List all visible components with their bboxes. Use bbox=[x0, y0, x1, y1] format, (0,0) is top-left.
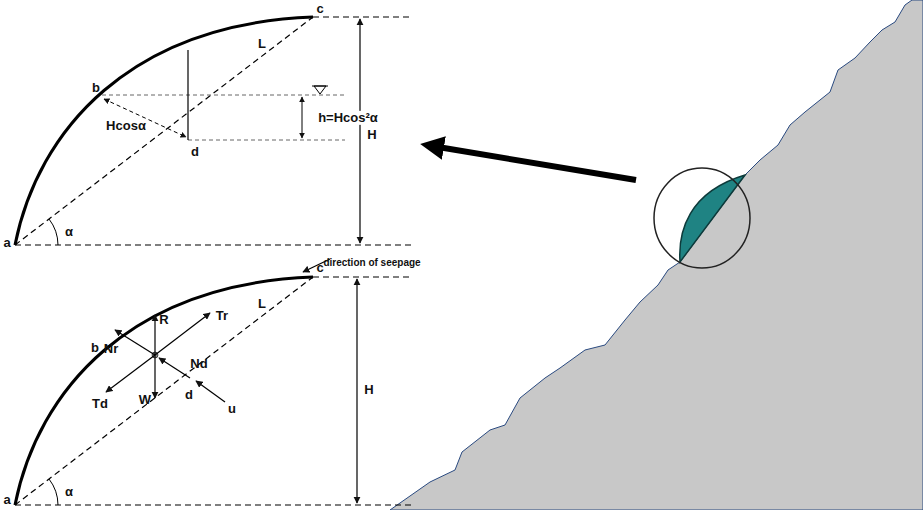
bottom-diagram bbox=[15, 259, 412, 505]
force-label: R bbox=[159, 313, 168, 327]
rock-slope bbox=[390, 0, 923, 510]
length-label: L bbox=[258, 37, 266, 51]
point-label: b bbox=[92, 81, 100, 95]
angle-label: α bbox=[65, 485, 73, 499]
force-label: Tr bbox=[216, 309, 228, 323]
force-label: u bbox=[228, 402, 236, 416]
force-label: W bbox=[139, 393, 151, 407]
flow-label: direction of seepage bbox=[323, 257, 420, 268]
point-label: d bbox=[185, 388, 193, 402]
pointer-arrow bbox=[432, 146, 636, 180]
dimension-label: Hcosα bbox=[105, 119, 147, 133]
dimension-label: H bbox=[366, 128, 377, 142]
wedge-block bbox=[680, 175, 745, 262]
callout-circle bbox=[654, 168, 750, 268]
point-label: c bbox=[316, 261, 323, 275]
dimension-label: h=Hcos²α bbox=[317, 111, 379, 125]
point-label: a bbox=[3, 236, 10, 250]
point-label: a bbox=[3, 493, 10, 507]
force-label: Td bbox=[92, 397, 108, 411]
point-label: c bbox=[316, 2, 323, 16]
top-diagram bbox=[15, 17, 412, 245]
force-label: Nr bbox=[104, 342, 118, 356]
dimension-label: H bbox=[363, 383, 374, 397]
length-label: L bbox=[258, 297, 266, 311]
force-label: Nd bbox=[190, 357, 207, 371]
point-label: d bbox=[191, 145, 199, 159]
point-label: b bbox=[91, 341, 99, 355]
angle-label: α bbox=[65, 225, 73, 239]
